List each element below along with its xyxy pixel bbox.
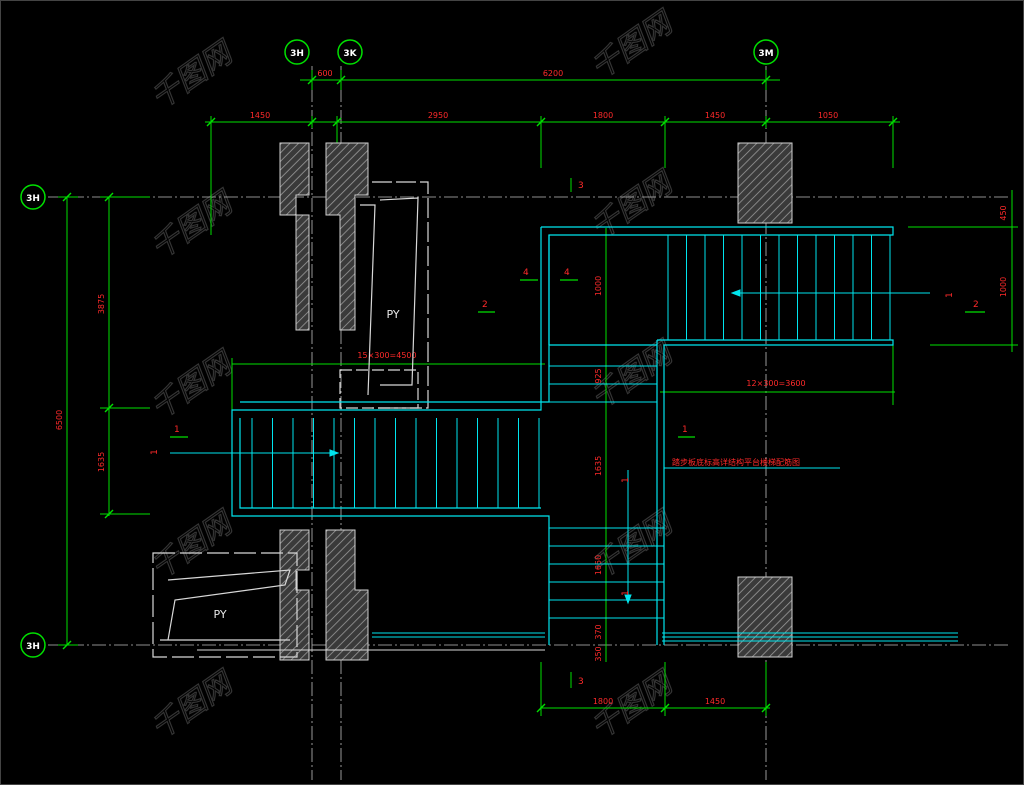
floor-lines: [197, 632, 958, 651]
dim-v-925: 925: [594, 368, 603, 383]
dim-right-450: 450: [999, 205, 1008, 220]
dim-v-1000: 1000: [594, 276, 603, 296]
axis-bubble-top-3k: 3K: [337, 39, 363, 65]
axis-bubble-left-bottom: 3H: [20, 632, 46, 658]
stair-treads: [251, 235, 891, 619]
dim-right-1000: 1000: [999, 277, 1008, 297]
dim-v-1635: 1635: [594, 456, 603, 476]
dim-1450-a: 1450: [250, 111, 270, 120]
axis-label: 3M: [758, 49, 773, 59]
dim-left-6500: 6500: [55, 410, 64, 430]
py-label: PY: [386, 308, 399, 321]
section-marks: [170, 279, 985, 438]
axis-bubble-left-top: 3H: [20, 184, 46, 210]
axis-label: 3H: [26, 194, 40, 204]
dimension-lines: [58, 70, 1018, 716]
dim-2950: 2950: [428, 111, 448, 120]
axis-label: 3H: [26, 642, 40, 652]
section-1-arrow-left: 1: [150, 449, 160, 455]
dim-v-370: 370: [594, 624, 603, 639]
dim-1050: 1050: [818, 111, 838, 120]
dim-bottom-1800: 1800: [593, 697, 613, 706]
section-4b: 4: [564, 268, 570, 278]
dim-stair-top: 15×300=4500: [357, 351, 416, 360]
section-1-left: 1: [174, 425, 180, 435]
section-2-right: 2: [973, 300, 979, 310]
dim-left-3875: 3875: [97, 294, 106, 314]
dim-1450-b: 1450: [705, 111, 725, 120]
stair-arrows: [170, 289, 930, 605]
dim-left-1635: 1635: [97, 452, 106, 472]
dim-bottom-1450: 1450: [705, 697, 725, 706]
dim-top-6200: 6200: [543, 69, 563, 78]
dim-v-350: 350: [594, 646, 603, 661]
section-1-arrow-bottom: 1: [621, 590, 631, 596]
section-1-arrow-right: 1: [945, 292, 955, 298]
axis-bubble-top-3h: 3H: [284, 39, 310, 65]
section-3-top: 3: [578, 181, 584, 191]
axis-label: 3K: [343, 49, 357, 59]
py-label: PY: [213, 608, 226, 621]
dim-v-1650: 1650: [594, 555, 603, 575]
section-1-right: 1: [682, 425, 688, 435]
dim-top-600: 600: [317, 69, 332, 78]
axis-bubble-top-3m: 3M: [753, 39, 779, 65]
section-2-left: 2: [482, 300, 488, 310]
dim-stair-right: 12×300=3600: [746, 379, 805, 388]
section-1-arrow-mid: 1: [621, 477, 631, 483]
dim-1800-a: 1800: [593, 111, 613, 120]
dimension-ticks: [62, 75, 898, 713]
py-outlines: [152, 181, 429, 658]
axis-label: 3H: [290, 49, 304, 59]
section-4a: 4: [523, 268, 529, 278]
section-3-bottom: 3: [578, 677, 584, 687]
hatched-walls: [279, 142, 793, 661]
stair-note: 踏步板底标高详结构平台楼梯配筋图: [672, 457, 800, 467]
